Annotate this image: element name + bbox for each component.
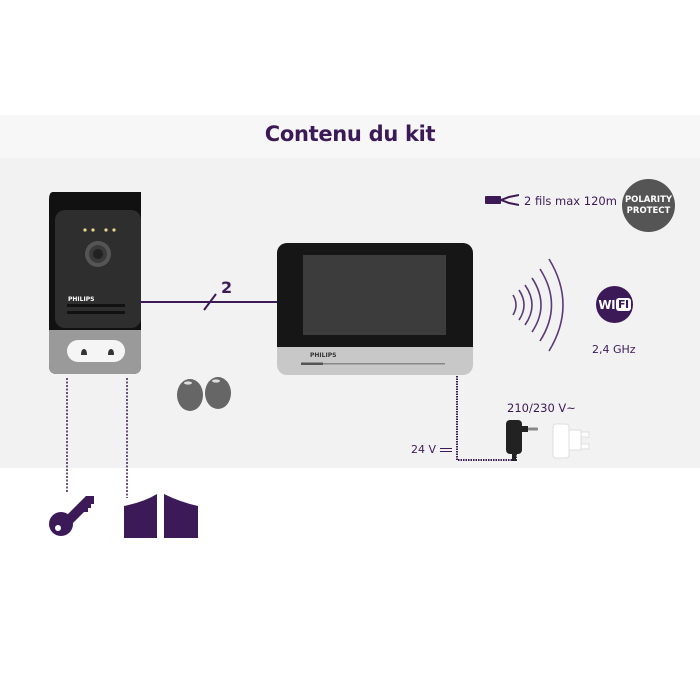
wifi-wi-text: WI bbox=[598, 297, 616, 312]
wifi-waves-icon bbox=[512, 258, 564, 352]
rfid-tag-icon bbox=[177, 377, 231, 411]
polarity-protect-badge: POLARITY PROTECT bbox=[622, 179, 675, 232]
header-band bbox=[0, 115, 700, 158]
cable-length-label: 2 fils max 120m bbox=[524, 194, 617, 208]
dc-voltage-label: 24 V bbox=[411, 443, 452, 456]
doorbell-brand: PHILIPS bbox=[68, 296, 95, 303]
badge-line-2: PROTECT bbox=[626, 205, 671, 216]
two-wire-connection bbox=[140, 293, 280, 311]
cable-icon bbox=[485, 194, 519, 206]
wifi-frequency: 2,4 GHz bbox=[592, 343, 636, 356]
wifi-fi-text: FI bbox=[616, 298, 631, 311]
badge-line-1: POLARITY bbox=[624, 194, 673, 205]
gate-icon bbox=[124, 494, 198, 538]
monitor-brand: PHILIPS bbox=[310, 352, 337, 359]
ac-voltage-label: 210/230 V~ bbox=[507, 401, 576, 415]
page-title: Contenu du kit bbox=[264, 122, 436, 146]
indoor-monitor bbox=[277, 243, 473, 375]
plug-adapter-icon bbox=[552, 423, 590, 459]
relay-wiring bbox=[66, 378, 128, 498]
key-icon bbox=[49, 496, 94, 536]
wire-count-label: 2 bbox=[221, 278, 233, 297]
doorbell-outdoor-station bbox=[49, 192, 141, 374]
power-adapter-icon bbox=[506, 420, 538, 461]
dc-voltage-value: 24 V bbox=[411, 443, 437, 456]
